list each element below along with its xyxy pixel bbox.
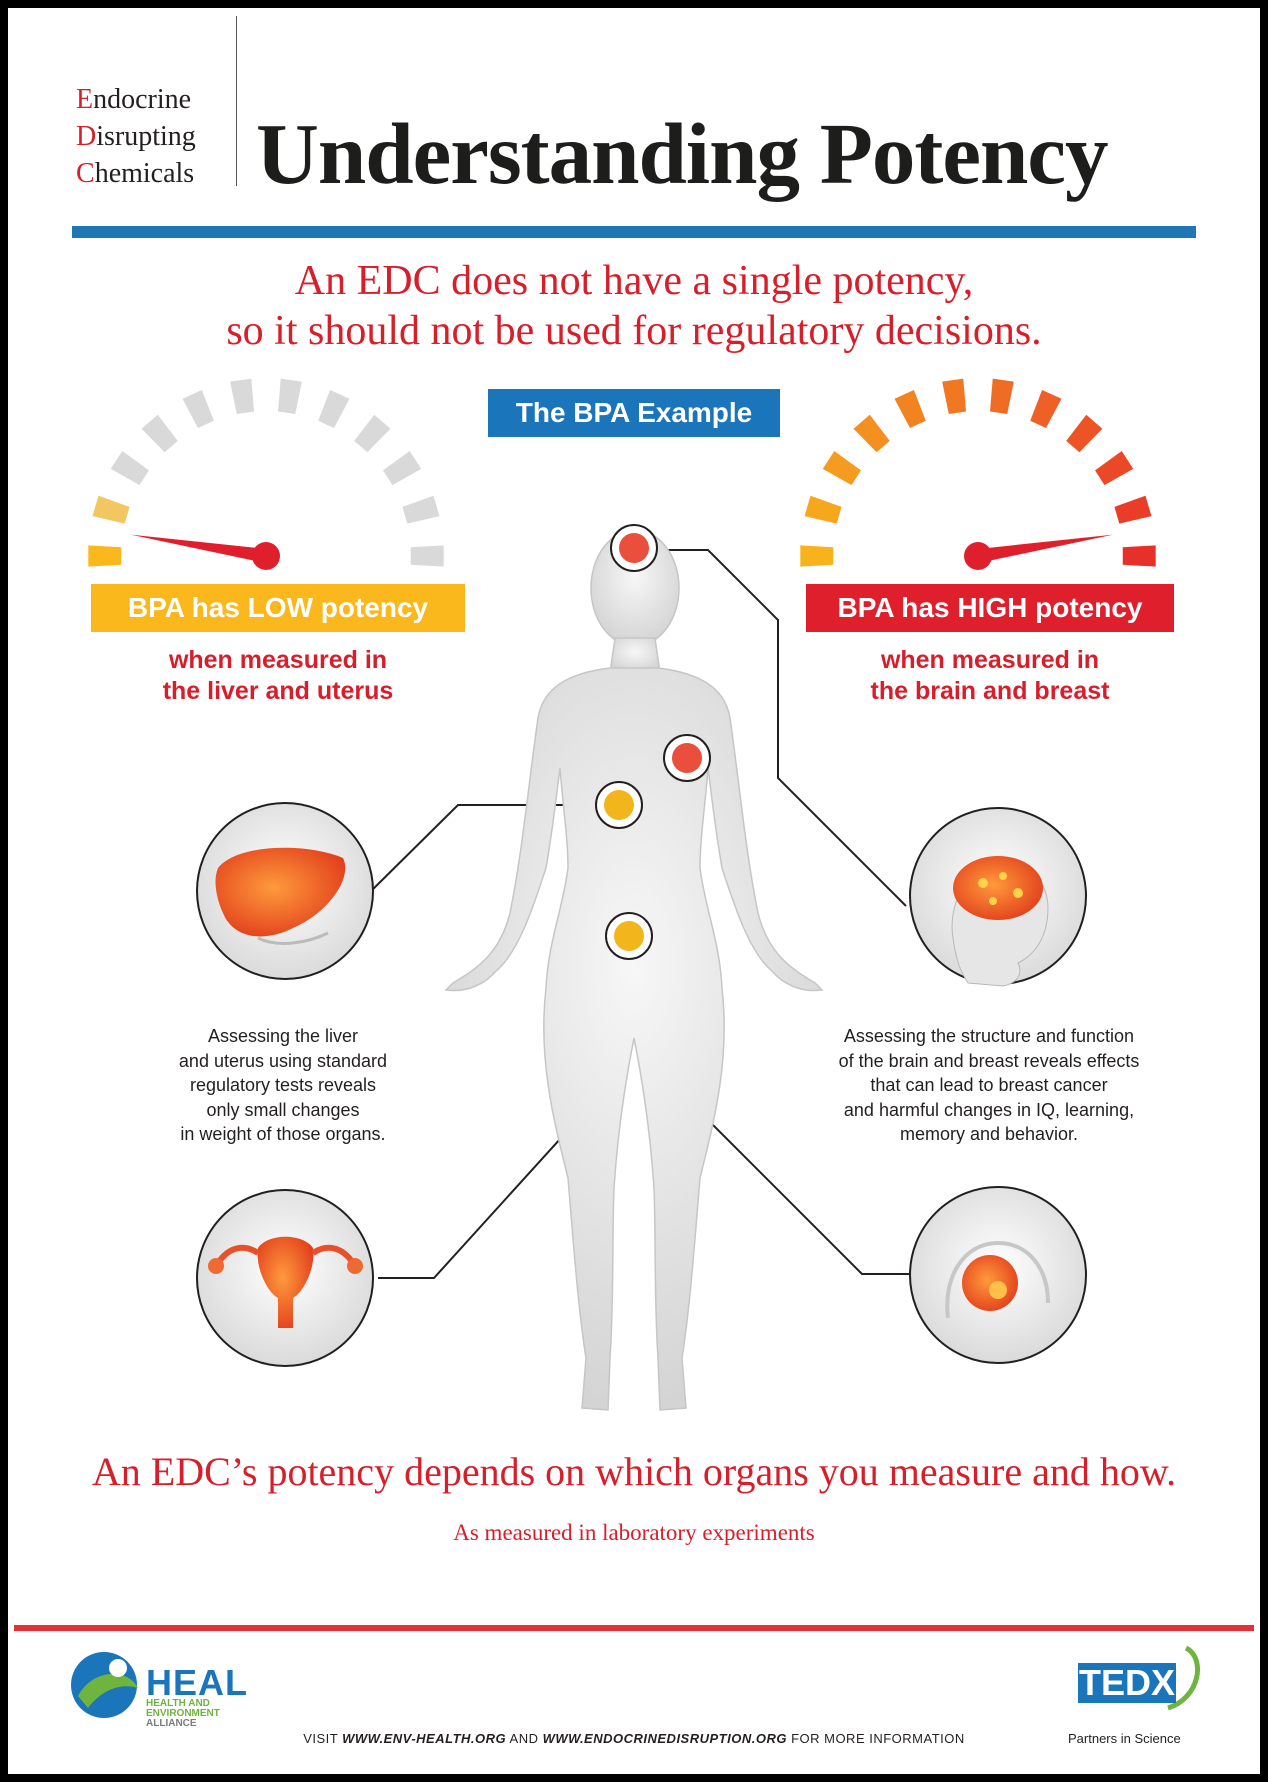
title-underline-bar <box>72 226 1196 238</box>
high-condition-line-1: when measured in <box>880 646 1100 674</box>
page-title: Understanding Potency <box>256 105 1108 202</box>
gauge-segment <box>410 545 444 567</box>
bottom-note: As measured in laboratory experiments <box>453 1520 815 1545</box>
gauge-segment <box>182 389 214 428</box>
gauge-hub <box>252 542 280 570</box>
high-condition-line-2: the brain and breast <box>870 677 1110 705</box>
logo-line-1: Endocrine <box>76 84 192 115</box>
subtitle-line-2: so it should not be used for regulatory … <box>226 308 1042 354</box>
breast-marker <box>663 734 711 782</box>
breast-icon <box>909 1186 1087 1364</box>
gauge-segment <box>110 450 149 486</box>
tedx-tagline: Partners in Science <box>1068 1731 1181 1746</box>
gauge-segment <box>141 414 178 453</box>
gauge-segment <box>277 378 302 414</box>
footer-divider <box>14 1625 1254 1631</box>
low-desc-line: in weight of those organs. <box>180 1124 386 1144</box>
heal-logo-mark <box>71 1645 1201 1718</box>
gauge-segment <box>1030 389 1062 428</box>
tedx-logo: TEDX <box>1078 1662 1176 1703</box>
gauge-segment <box>1066 414 1103 453</box>
high-desc-line: and harmful changes in IQ, learning, <box>843 1099 1135 1120</box>
heal-logo-dot <box>109 1659 127 1677</box>
uterus-marker <box>605 912 653 960</box>
high-potency-label: BPA has HIGH potency <box>806 584 1174 632</box>
heal-logo-subtext: HEALTH AND ENVIRONMENT ALLIANCE <box>146 1699 246 1729</box>
low-desc-line: and uterus using standard <box>178 1050 388 1071</box>
env-health-link[interactable]: WWW.ENV-HEALTH.ORG <box>342 1731 507 1746</box>
visit-prefix: VISIT <box>303 1731 343 1746</box>
gauge-segment <box>230 378 255 414</box>
head-marker <box>610 524 658 572</box>
high-desc-line: of the brain and breast reveals effects <box>838 1050 1140 1071</box>
brain-breast-description: Assessing the structure and function of … <box>808 1024 1170 1147</box>
low-desc-line: regulatory tests reveals <box>189 1075 377 1095</box>
high-desc-line: memory and behavior. <box>899 1124 1079 1144</box>
bpa-example-tag: The BPA Example <box>488 389 780 437</box>
gauge-segment <box>1122 545 1156 567</box>
high-desc-line: Assessing the structure and function <box>843 1026 1135 1046</box>
illustration-layer <box>88 378 1156 1411</box>
endocrine-disruption-link[interactable]: WWW.ENDOCRINEDISRUPTION.ORG <box>542 1731 787 1746</box>
heal-sub-line: ALLIANCE <box>146 1718 197 1729</box>
connector-brain <box>642 549 907 907</box>
low-condition-line-1: when measured in <box>168 646 388 674</box>
gauge-segment <box>402 495 440 524</box>
gauge-segment <box>894 389 926 428</box>
gauge-segment <box>1095 450 1134 486</box>
low-condition-line-2: the liver and uterus <box>162 677 394 705</box>
low-potency-label: BPA has LOW potency <box>91 584 465 632</box>
bottom-claim: An EDC’s potency depends on which organs… <box>91 1449 1177 1494</box>
edc-logo: Endocrine Disrupting Chemicals <box>76 81 236 192</box>
heal-logo-text: HEAL <box>146 1662 248 1703</box>
gauge-needle <box>130 534 268 563</box>
infographic-page: Endocrine Disrupting Chemicals Understan… <box>8 8 1260 1774</box>
gauge-hub <box>964 542 992 570</box>
low-desc-line: only small changes <box>206 1099 360 1120</box>
logo-line-3: Chemicals <box>76 158 195 189</box>
low-potency-condition: when measured in the liver and uterus <box>91 645 465 707</box>
visit-suffix: FOR MORE INFORMATION <box>786 1731 965 1746</box>
gauge-segment <box>853 414 890 453</box>
high-potency-condition: when measured in the brain and breast <box>806 645 1174 707</box>
heal-sub-line: ENVIRONMENT <box>146 1708 220 1719</box>
gauge-segment <box>942 378 967 414</box>
high-potency-gauge <box>800 378 1156 570</box>
liver-uterus-description: Assessing the liver and uterus using sta… <box>138 1024 428 1147</box>
liver-icon <box>196 802 374 980</box>
tedx-swoosh <box>1167 1645 1201 1711</box>
visit-info: VISIT WWW.ENV-HEALTH.ORG AND WWW.ENDOCRI… <box>8 1731 1260 1746</box>
gauge-segment <box>804 495 842 524</box>
visit-and: AND <box>506 1731 543 1746</box>
low-potency-gauge <box>88 378 444 570</box>
heal-logo-leaf <box>78 1673 138 1708</box>
heal-sub-line: HEALTH AND <box>146 1698 210 1709</box>
gauge-segment <box>383 450 422 486</box>
gauge-segment <box>1114 495 1152 524</box>
gauge-segment <box>989 378 1014 414</box>
high-desc-line: that can lead to breast cancer <box>870 1075 1108 1095</box>
gauge-segment <box>800 545 834 567</box>
gauge-segment <box>318 389 350 428</box>
gauge-segment <box>354 414 391 453</box>
gauge-needle <box>976 534 1114 563</box>
subtitle-line-1: An EDC does not have a single potency, <box>294 258 974 304</box>
subtitle: An EDC does not have a single potency, s… <box>8 256 1260 356</box>
gauge-segment <box>822 450 861 486</box>
uterus-icon <box>196 1189 374 1367</box>
liver-marker <box>595 781 643 829</box>
logo-line-2: Disrupting <box>76 121 196 152</box>
brain-icon <box>909 807 1087 987</box>
body-markers <box>595 524 711 960</box>
header-divider <box>236 16 237 186</box>
low-desc-line: Assessing the liver <box>207 1026 359 1046</box>
gauge-segment <box>92 495 130 524</box>
gauge-segment <box>88 545 122 567</box>
